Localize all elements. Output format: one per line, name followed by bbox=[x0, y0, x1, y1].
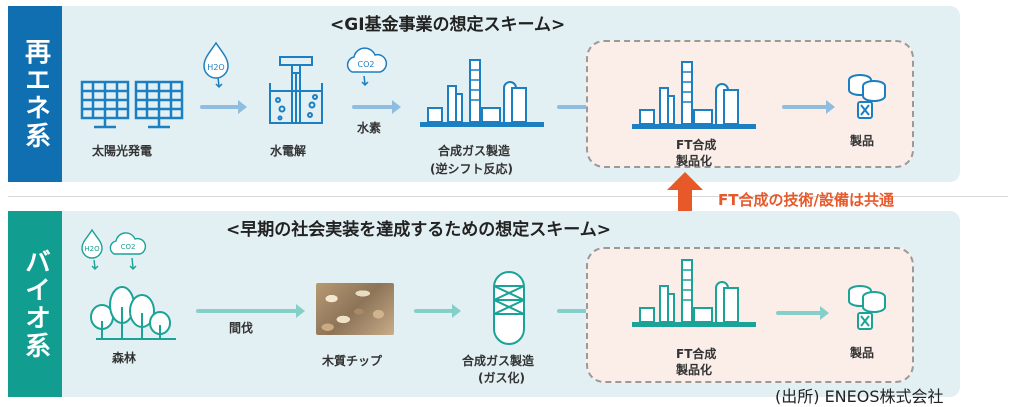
arrow-ft-to-product bbox=[782, 100, 835, 114]
product-icon bbox=[848, 285, 886, 330]
step-sublabel-productization: 製品化 bbox=[676, 154, 713, 168]
forest-icon bbox=[90, 286, 176, 340]
water-drop-icon: H2O bbox=[203, 41, 229, 89]
plant-icon bbox=[632, 259, 756, 327]
arrow-chips-to-gasifier bbox=[414, 304, 461, 318]
step-label-solar: 太陽光発電 bbox=[92, 144, 153, 158]
bio-heading: <早期の社会実装を達成するための想定スキーム> bbox=[226, 220, 611, 240]
arrow-label-thinning: 間伐 bbox=[229, 321, 254, 335]
gasifier-icon bbox=[493, 271, 525, 345]
step-sublabel-rwgs: (逆シフト反応) bbox=[430, 162, 513, 176]
step-label-ft: FT合成 bbox=[676, 138, 717, 152]
step-label-wood-chips: 木質チップ bbox=[322, 354, 383, 368]
arrow-label-hydrogen: 水素 bbox=[357, 121, 382, 135]
arrow-forest-to-chips bbox=[196, 304, 305, 318]
step-sublabel-productization-bio: 製品化 bbox=[676, 363, 713, 377]
bio-side-label: バイオ系 bbox=[8, 211, 62, 397]
renewable-heading: <GI基金事業の想定スキーム> bbox=[330, 15, 566, 35]
product-icon bbox=[848, 74, 886, 119]
water-drop-text: H2O bbox=[207, 63, 224, 72]
shared-ft-box-top bbox=[586, 40, 914, 168]
section-divider bbox=[8, 196, 1008, 197]
step-label-electrolysis: 水電解 bbox=[270, 144, 307, 158]
plant-icon bbox=[420, 59, 544, 127]
common-technology-callout: FT合成の技術/設備は共通 bbox=[718, 191, 894, 209]
bio-co2-text: CO2 bbox=[121, 243, 136, 251]
co2-cloud-text: CO2 bbox=[358, 60, 375, 69]
bio-water-text: H2O bbox=[84, 245, 100, 253]
step-label-product-bio: 製品 bbox=[850, 346, 875, 360]
step-label-gasification: 合成ガス製造 bbox=[462, 354, 535, 368]
arrow-ft-to-product-bio bbox=[776, 306, 829, 320]
wood-chips-photo bbox=[316, 283, 394, 335]
step-label-ft-bio: FT合成 bbox=[676, 347, 717, 361]
step-label-forest: 森林 bbox=[112, 351, 137, 365]
solar-panel-icon bbox=[80, 80, 184, 129]
co2-cloud-icon: CO2 bbox=[346, 47, 388, 87]
step-label-product: 製品 bbox=[850, 134, 875, 148]
step-label-syngas: 合成ガス製造 bbox=[438, 144, 511, 158]
plant-icon bbox=[632, 61, 756, 129]
renewable-side-label: 再エネ系 bbox=[8, 6, 62, 182]
arrow-solar-to-electrolysis bbox=[200, 100, 247, 114]
bio-inputs-icon: H2O CO2 bbox=[81, 228, 147, 270]
arrow-electrolysis-to-syngas bbox=[352, 100, 401, 114]
step-sublabel-gasification: (ガス化) bbox=[478, 371, 525, 385]
source-credit: (出所) ENEOS株式会社 bbox=[775, 387, 944, 406]
electrolyzer-icon bbox=[269, 56, 323, 124]
